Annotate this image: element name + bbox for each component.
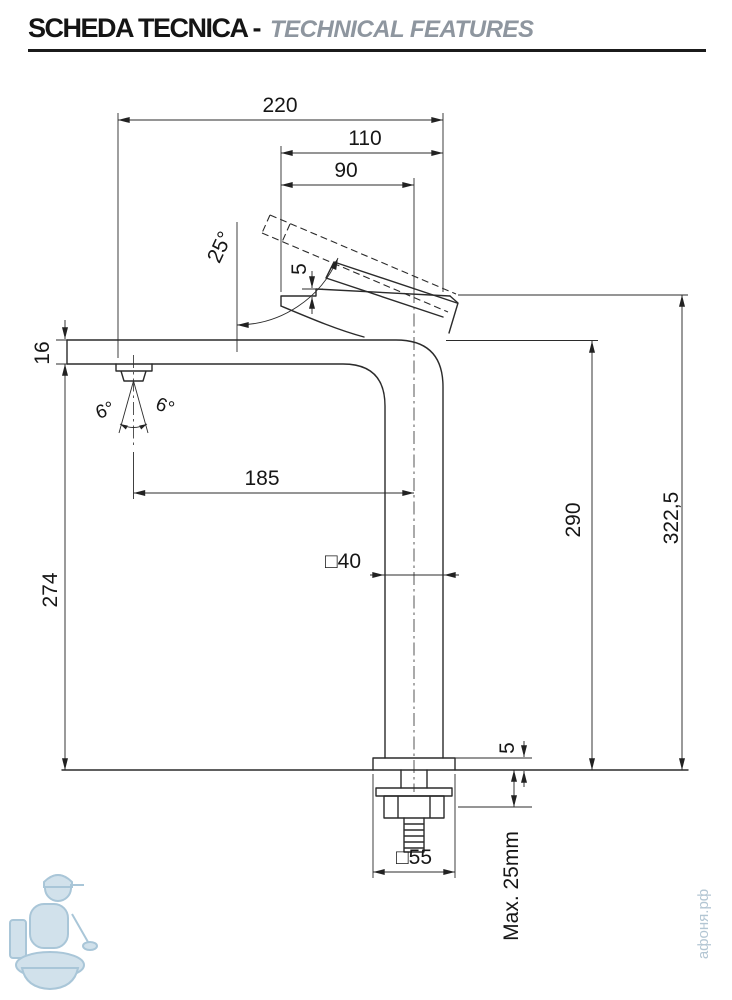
- swivel-indicator: 6° 6°: [93, 380, 177, 434]
- dim-max-25mm-label: Max. 25mm: [500, 831, 523, 941]
- dim-16-extensions: [56, 339, 70, 365]
- swivel-right-line: [133, 380, 149, 434]
- dim-220-extensions: [117, 113, 444, 358]
- dim-290: 290: [446, 340, 598, 770]
- dim-square40-label: □40: [325, 550, 361, 573]
- dim-220-label: 220: [262, 94, 297, 117]
- dim-25deg-label: 25°: [203, 228, 237, 267]
- faucet-outline: [66, 261, 459, 771]
- swivel-left-line: [118, 380, 134, 434]
- mascot-plunger-cup: [82, 941, 98, 951]
- mount-hardware: [375, 769, 453, 853]
- spout-underside: [280, 305, 365, 338]
- dim-220: 220: [117, 94, 444, 358]
- dim-322-5: 322,5: [458, 294, 688, 770]
- page-title: SCHEDA TECNICA - TECHNICAL FEATURES: [28, 13, 706, 44]
- body-bottom-left-edge: [66, 363, 386, 759]
- dim-322-5-label: 322,5: [660, 492, 683, 545]
- washer: [375, 787, 453, 797]
- mascot-plunger-stick: [71, 913, 89, 943]
- mascot-tank: [9, 919, 27, 959]
- dim-square55: □55: [372, 774, 456, 878]
- dim-185-label: 185: [244, 467, 279, 490]
- dim-max-25mm: Max. 25mm: [500, 770, 523, 941]
- dim-90-label: 90: [334, 159, 357, 182]
- swivel-right-label: 6°: [153, 394, 177, 420]
- dim-110-label: 110: [348, 127, 381, 150]
- header: SCHEDA TECNICA - TECHNICAL FEATURES: [28, 13, 706, 52]
- body-top-right-edge: [66, 339, 444, 759]
- dim-25deg-arc: [236, 257, 339, 328]
- dim-square55-label: □55: [396, 846, 432, 869]
- centerlines: [133, 290, 415, 792]
- mounting-nut: [383, 795, 445, 819]
- threaded-rod: [403, 817, 425, 853]
- dim-290-label: 290: [562, 502, 585, 537]
- swivel-arc: [119, 423, 148, 430]
- shank: [400, 769, 428, 789]
- watermark-mascot: [9, 874, 98, 991]
- handle-dashed-outline: [261, 214, 457, 313]
- dim-185: 185: [133, 452, 414, 499]
- mascot-cap: [43, 874, 73, 888]
- dim-90: 90: [281, 159, 415, 290]
- title-underline: [28, 49, 706, 52]
- dim-110: 110: [280, 127, 443, 292]
- swivel-left-label: 6°: [93, 398, 117, 424]
- base-plate: [372, 757, 456, 771]
- aerator: [115, 363, 153, 382]
- dim-25deg: 25°: [203, 222, 339, 352]
- dim-square55-extensions: [372, 774, 456, 878]
- dim-5-base-label: 5: [496, 742, 519, 754]
- mascot-toilet-bowl: [20, 967, 80, 991]
- title-english: TECHNICAL FEATURES: [270, 16, 534, 43]
- handle-base-cap: [448, 295, 459, 334]
- handle-lever-solid: [325, 261, 458, 318]
- title-italian: SCHEDA TECNICA -: [28, 13, 262, 43]
- dim-274: 274: [39, 364, 68, 770]
- dim-16-label: 16: [31, 341, 54, 364]
- watermark-site-text: афоня.рф: [695, 889, 712, 959]
- dim-5-spout-label: 5: [288, 263, 311, 275]
- dim-16: 16: [31, 320, 70, 365]
- dim-274-label: 274: [39, 572, 62, 607]
- handle-raised-dashed: [261, 214, 457, 313]
- mascot-torso: [29, 903, 69, 949]
- dim-5-spout: 5: [288, 263, 323, 314]
- dim-square40: □40: [325, 550, 459, 578]
- dim-5-base: 5: [455, 741, 532, 787]
